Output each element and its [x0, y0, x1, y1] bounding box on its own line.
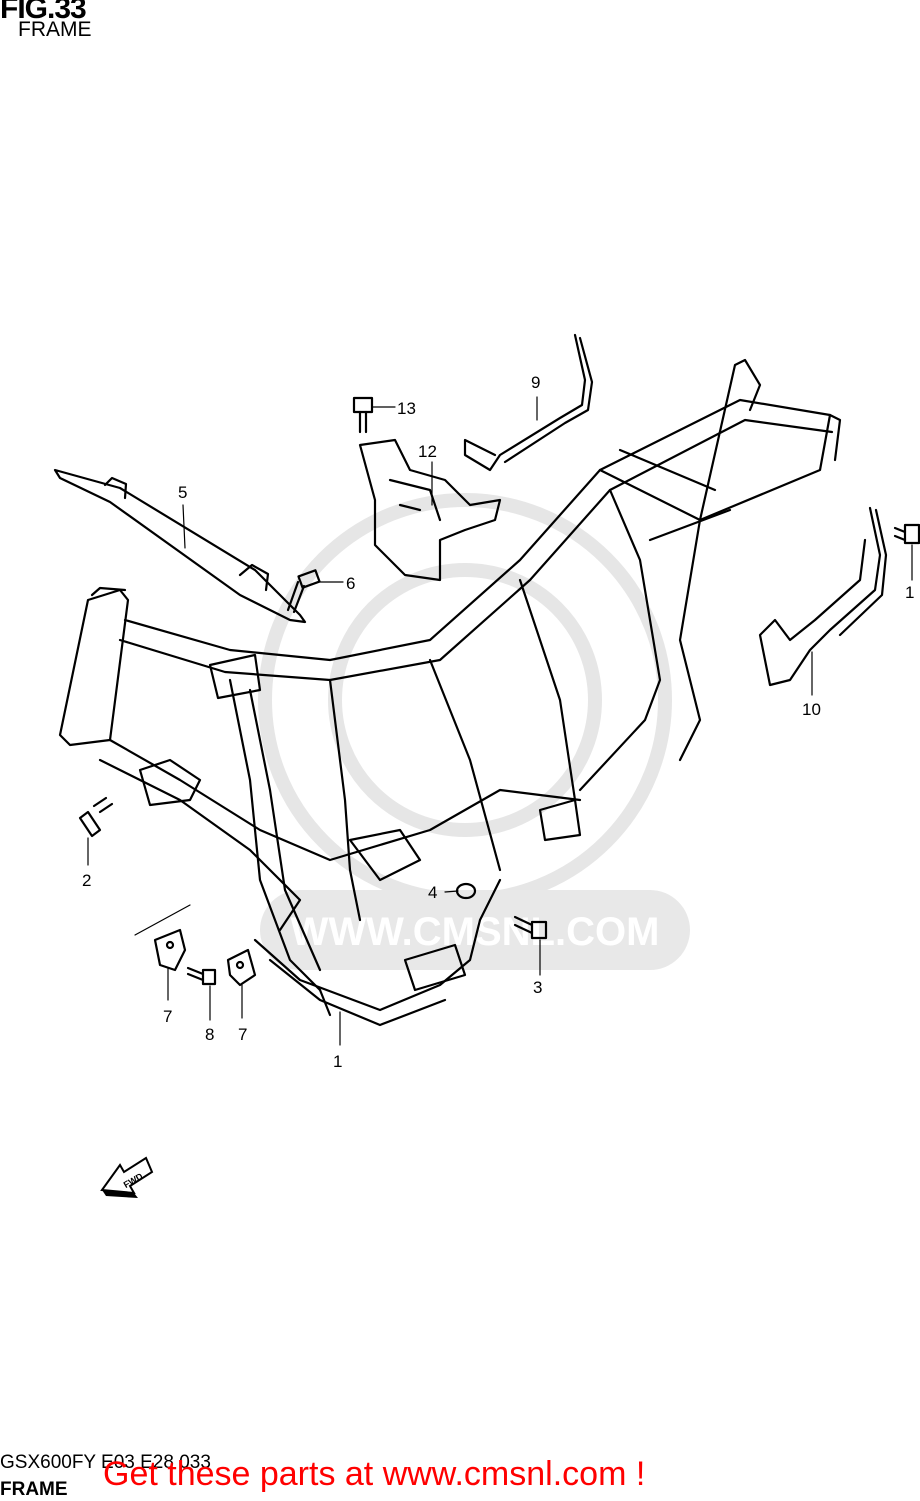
part-7-plate-right	[226, 948, 257, 987]
part-6-bolt	[286, 569, 321, 614]
callout-13: 13	[397, 399, 416, 418]
figure-title: FRAME	[18, 18, 92, 41]
section-label: FRAME	[0, 1479, 68, 1500]
part-8-bolt	[186, 966, 217, 986]
part-13-bolt	[352, 396, 374, 434]
callout-7-left: 7	[163, 1007, 172, 1026]
cta-link[interactable]: Get these parts at www.cmsnl.com !	[103, 1455, 646, 1493]
callout-12: 12	[418, 442, 437, 461]
callout-9: 9	[531, 373, 540, 392]
part-1-bolt-right	[893, 523, 920, 545]
callout-2: 2	[82, 871, 91, 890]
callout-4: 4	[428, 883, 437, 902]
part-1-main-frame	[58, 358, 842, 1027]
leader-lines	[87, 396, 913, 1046]
callout-1: 1	[333, 1052, 342, 1071]
figure-label: FIG.33	[0, 0, 87, 25]
part-12-plate	[358, 438, 502, 582]
watermark	[258, 493, 672, 907]
watermark-banner	[260, 890, 690, 970]
callout-10: 10	[802, 700, 821, 719]
callout-6: 6	[346, 574, 355, 593]
model-code: GSX600FY E03 E28 033	[0, 1452, 211, 1473]
callout-1-right: 1	[905, 583, 914, 602]
fwd-arrow-icon: FWD	[100, 1156, 154, 1198]
callout-7-right: 7	[238, 1025, 247, 1044]
watermark-text: WWW.CMSNL.COM	[291, 910, 660, 954]
callout-8: 8	[205, 1025, 214, 1044]
callout-3: 3	[533, 978, 542, 997]
part-9-stay	[463, 333, 594, 472]
part-3-bolt	[513, 915, 548, 940]
part-10-stay	[758, 506, 888, 687]
part-7-plate-left	[153, 928, 187, 972]
part-5-bracket	[53, 468, 307, 624]
part-2-bolt	[78, 796, 114, 838]
callout-5: 5	[178, 483, 187, 502]
